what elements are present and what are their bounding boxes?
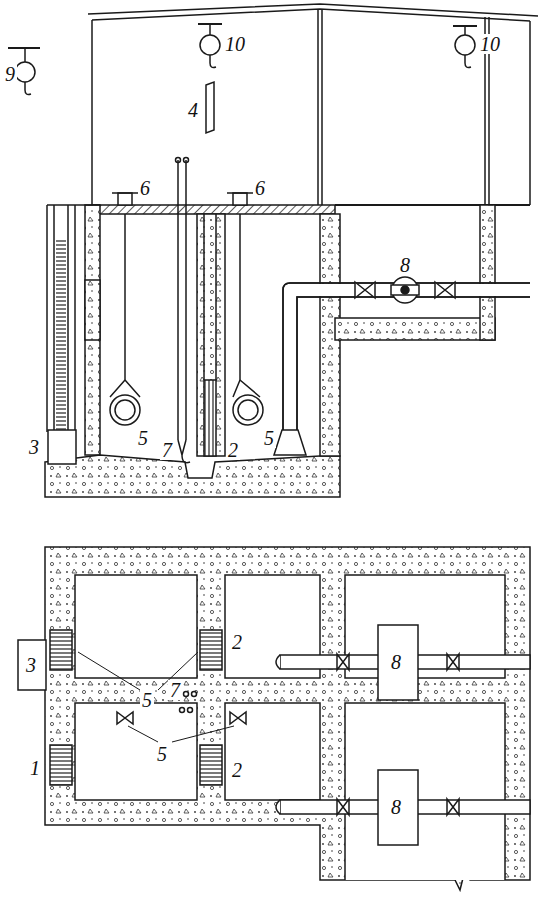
callout-number: 8 <box>389 797 403 817</box>
callout-number: 10 <box>223 34 247 54</box>
callout-number: 5 <box>262 428 276 448</box>
callout-number: 2 <box>230 632 244 652</box>
callout-number: 9 <box>3 64 17 84</box>
callout-number: 7 <box>168 680 182 700</box>
callout-number: 1 <box>28 758 42 778</box>
callout-number: 4 <box>186 100 200 120</box>
callout-number: 3 <box>27 437 41 457</box>
callout-number: 5 <box>155 744 169 764</box>
callout-number: 3 <box>24 655 38 675</box>
callout-number: 8 <box>398 255 412 275</box>
callout-number: 5 <box>136 428 150 448</box>
callout-number: 10 <box>478 34 502 54</box>
callout-number: 7 <box>160 440 174 460</box>
callout-number: 5 <box>140 690 154 710</box>
callout-number: 2 <box>230 760 244 780</box>
callout-number: 2 <box>226 440 240 460</box>
callout-number: 6 <box>253 178 267 198</box>
callout-number: 6 <box>138 178 152 198</box>
callout-number: 8 <box>389 652 403 672</box>
